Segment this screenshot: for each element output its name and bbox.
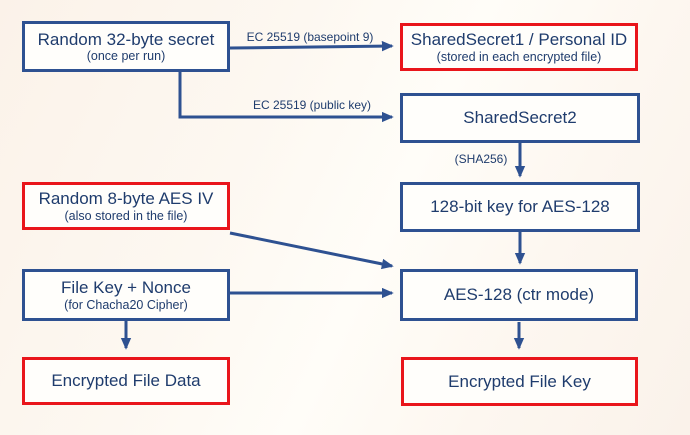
node-aes-128-key: 128-bit key for AES-128 <box>400 182 640 232</box>
node-random-32-byte-secret: Random 32-byte secret (once per run) <box>22 21 230 72</box>
node-label: File Key + Nonce <box>61 278 191 298</box>
node-label: AES-128 (ctr mode) <box>443 285 595 305</box>
node-shared-secret-1: SharedSecret1 / Personal ID (stored in e… <box>400 23 638 71</box>
node-sublabel: (once per run) <box>86 49 166 64</box>
node-sublabel: (for Chacha20 Cipher) <box>64 297 188 312</box>
node-sublabel: (also stored in the file) <box>64 208 188 223</box>
node-label: SharedSecret1 / Personal ID <box>410 30 628 50</box>
node-encrypted-file-data: Encrypted File Data <box>22 357 230 405</box>
node-shared-secret-2: SharedSecret2 <box>400 93 640 143</box>
node-label: Random 32-byte secret <box>37 29 215 49</box>
node-random-aes-iv: Random 8-byte AES IV (also stored in the… <box>22 182 230 230</box>
node-aes-128-ctr: AES-128 (ctr mode) <box>400 269 638 321</box>
edge-label-ec25519-public-key: EC 25519 (public key) <box>252 98 372 112</box>
node-label: 128-bit key for AES-128 <box>430 197 610 217</box>
edge-label-ec25519-basepoint: EC 25519 (basepoint 9) <box>246 30 374 44</box>
node-file-key-nonce: File Key + Nonce (for Chacha20 Cipher) <box>22 269 230 321</box>
edge-secret-to-sharedsecret1 <box>229 40 394 52</box>
edge-iv-to-aes128 <box>229 231 394 270</box>
node-label: Encrypted File Key <box>448 371 591 391</box>
node-encrypted-file-key: Encrypted File Key <box>401 357 638 406</box>
node-sublabel: (stored in each encrypted file) <box>436 49 602 64</box>
node-label: SharedSecret2 <box>463 108 577 128</box>
node-label: Encrypted File Data <box>51 371 201 391</box>
edge-label-sha256: (SHA256) <box>454 152 508 166</box>
node-label: Random 8-byte AES IV <box>38 189 214 209</box>
